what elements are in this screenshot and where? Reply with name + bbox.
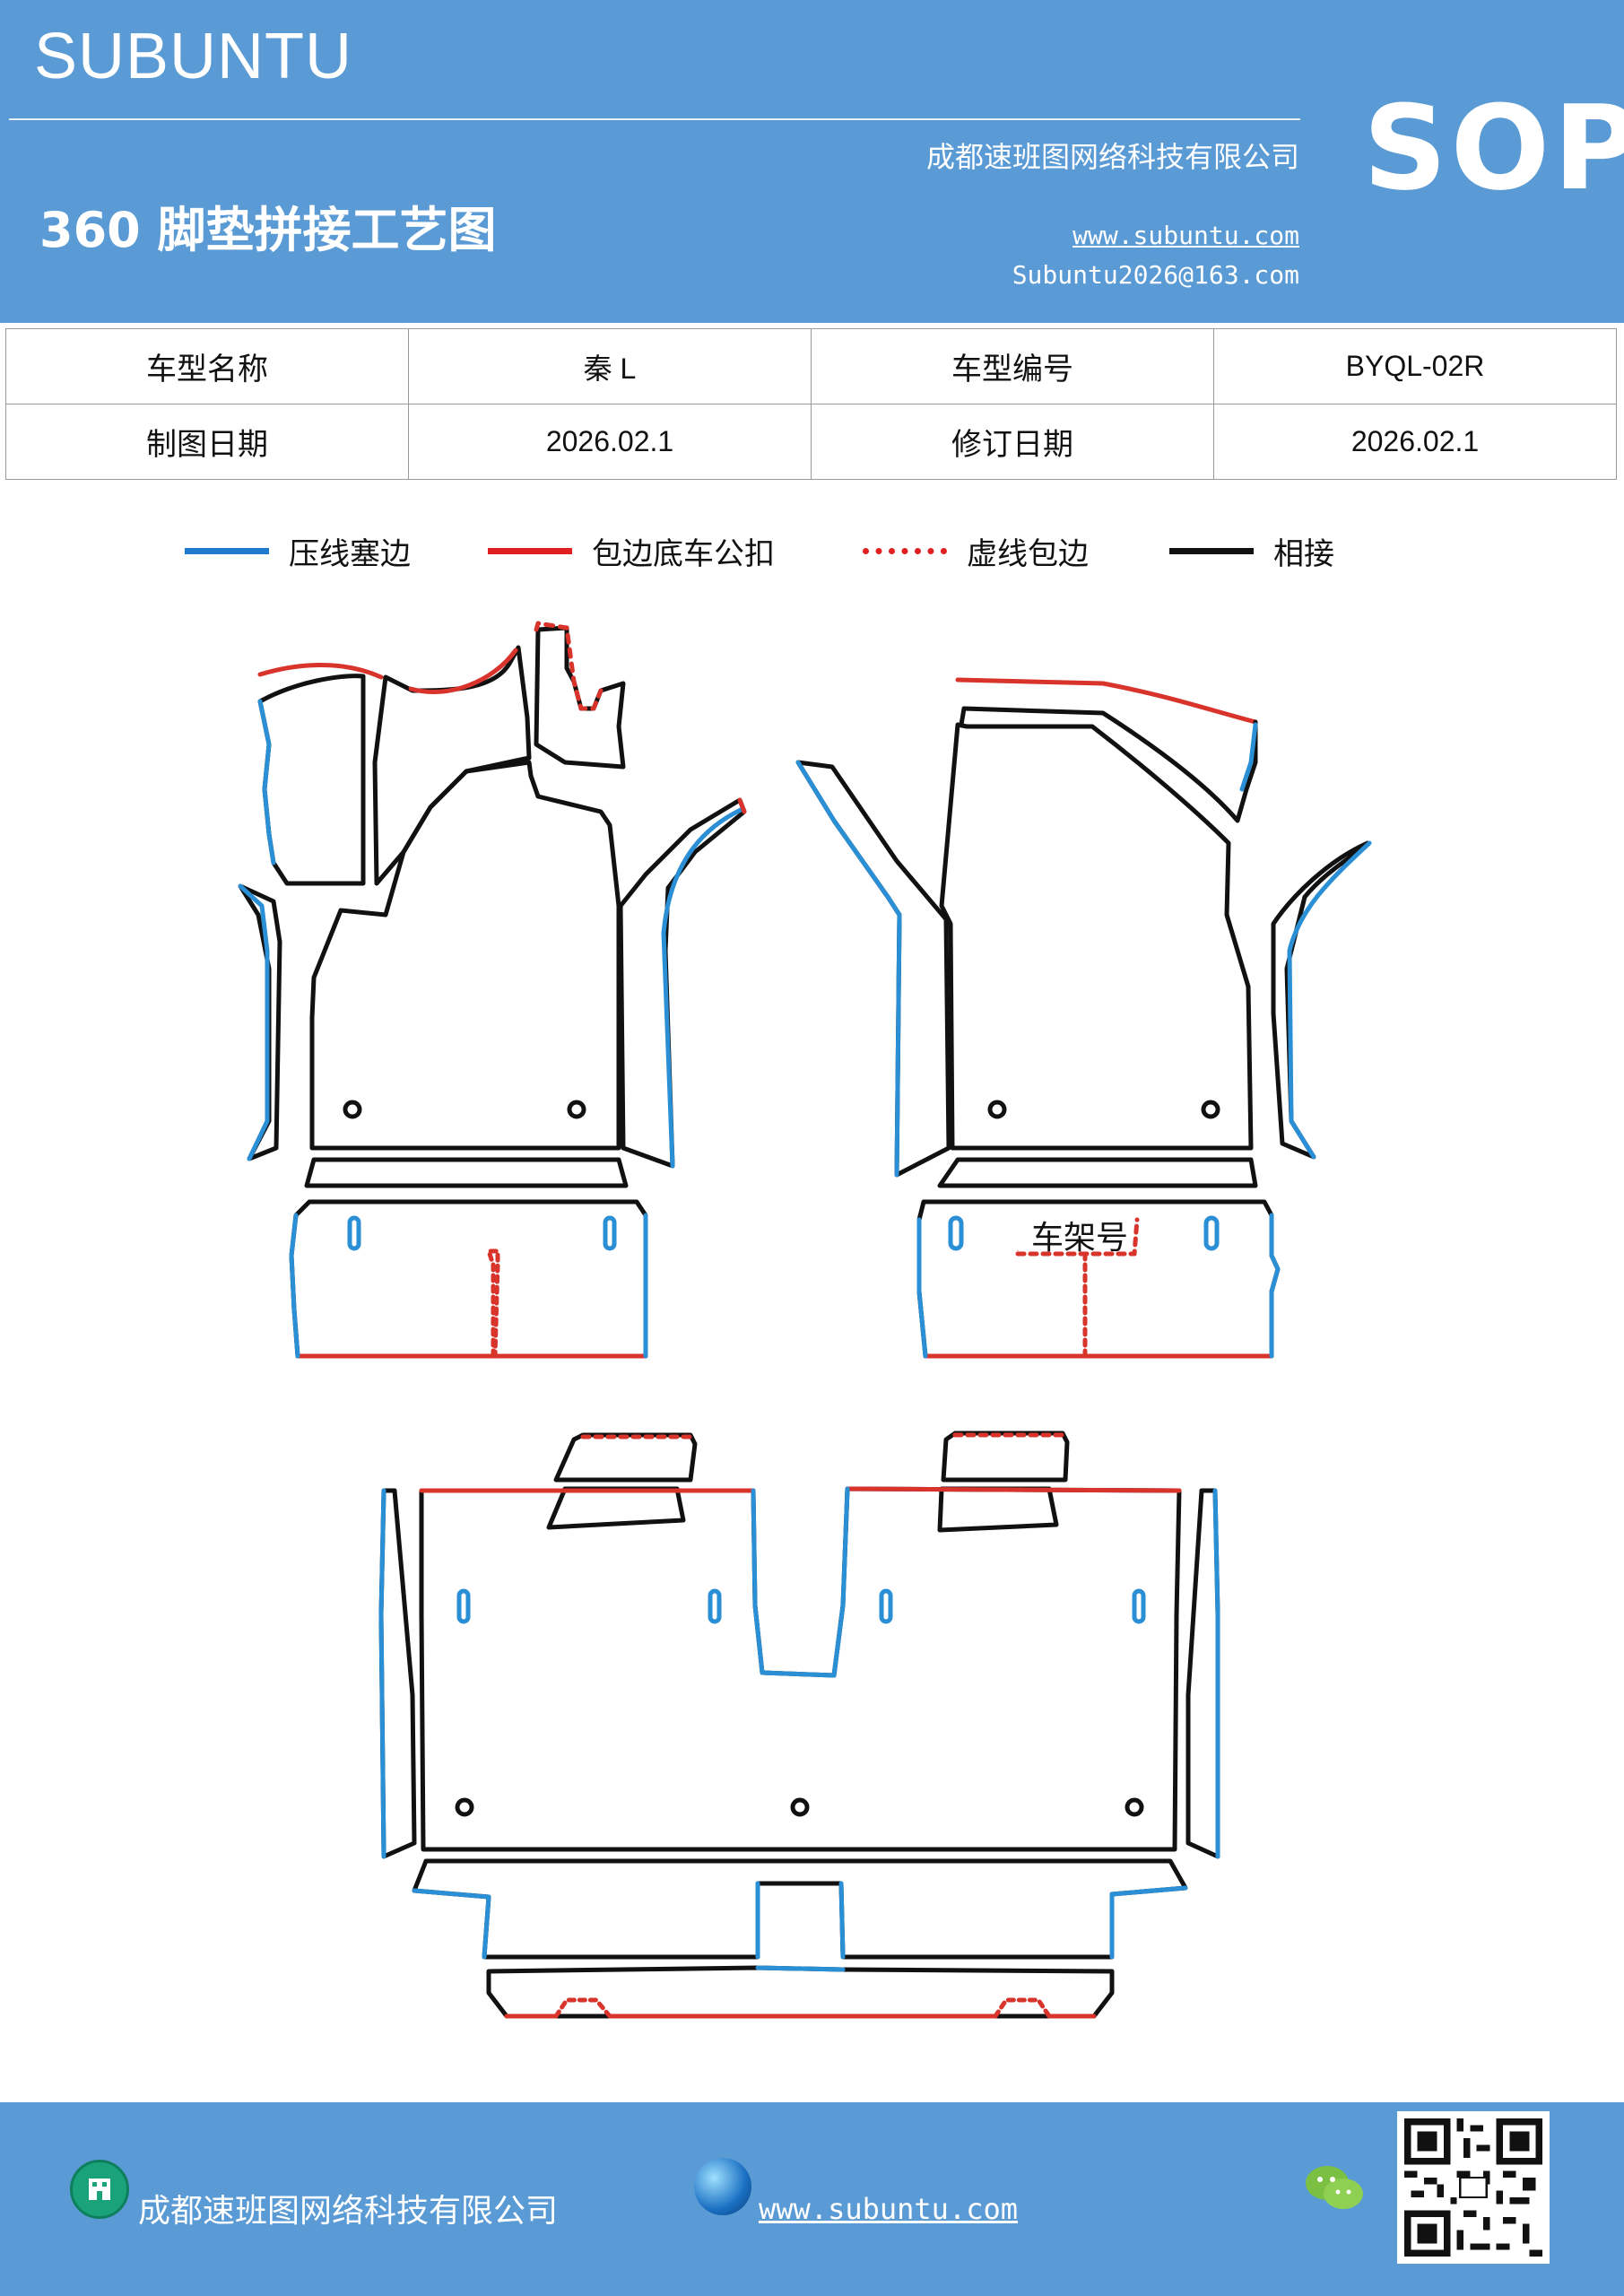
line-legend: 压线塞边 包边底车公扣 虚线包边 相接	[0, 524, 1624, 578]
header-banner: SUBUNTU 成都速班图网络科技有限公司 360 脚垫拼接工艺图 www.su…	[0, 0, 1624, 323]
table-row: 车型名称 秦 L 车型编号 BYQL-02R	[5, 328, 1617, 404]
header-divider	[9, 118, 1300, 120]
drawing-date-label: 制图日期	[5, 404, 409, 480]
model-code-label: 车型编号	[811, 328, 1214, 404]
globe-icon	[694, 2158, 751, 2215]
legend-swatch-blue	[185, 547, 269, 554]
header-email[interactable]: Subuntu2026@163.com	[1012, 260, 1299, 290]
model-code-value: BYQL-02R	[1213, 328, 1617, 404]
model-name-value: 秦 L	[408, 328, 812, 404]
revision-date-value: 2026.02.1	[1213, 404, 1617, 480]
passenger-front-mat	[795, 677, 1372, 1359]
legend-swatch-red-dotted	[863, 547, 947, 554]
legend-swatch-black	[1169, 547, 1254, 554]
floor-mat-diagram: 车架号	[238, 621, 1372, 2019]
page-title: 360 脚垫拼接工艺图	[39, 202, 497, 258]
sop-badge: SOP	[1363, 80, 1624, 216]
footer-website-link[interactable]: www.subuntu.com	[759, 2192, 1018, 2226]
footer-banner: 成都速班图网络科技有限公司 www.subuntu.com	[0, 2102, 1624, 2296]
legend-swatch-red	[488, 547, 572, 554]
brand-name: SUBUNTU	[34, 21, 353, 92]
frame-number-label: 车架号	[1031, 1220, 1128, 1257]
model-name-label: 车型名称	[5, 328, 409, 404]
header-company: 成都速班图网络科技有限公司	[925, 140, 1299, 174]
legend-label: 虚线包边	[967, 535, 1089, 572]
qr-code[interactable]	[1397, 2111, 1550, 2264]
rear-mat	[378, 1431, 1220, 2019]
wechat-icon[interactable]	[1302, 2160, 1367, 2215]
vehicle-info-table: 车型名称 秦 L 车型编号 BYQL-02R 制图日期 2026.02.1 修订…	[5, 328, 1617, 480]
legend-item-dashed-edge: 虚线包边	[863, 524, 1089, 578]
legend-label: 相接	[1273, 535, 1334, 572]
table-row: 制图日期 2026.02.1 修订日期 2026.02.1	[5, 404, 1617, 480]
header-website-link[interactable]: www.subuntu.com	[1073, 221, 1299, 250]
legend-item-edge-clip: 包边底车公扣	[488, 524, 775, 578]
legend-label: 包边底车公扣	[592, 535, 775, 572]
legend-item-join: 相接	[1169, 524, 1334, 578]
driver-front-mat	[238, 621, 747, 1359]
legend-label: 压线塞边	[289, 535, 411, 572]
building-icon	[70, 2160, 129, 2219]
drawing-date-value: 2026.02.1	[408, 404, 812, 480]
legend-item-press-line: 压线塞边	[185, 524, 411, 578]
footer-company: 成都速班图网络科技有限公司	[138, 2193, 559, 2230]
revision-date-label: 修订日期	[811, 404, 1214, 480]
